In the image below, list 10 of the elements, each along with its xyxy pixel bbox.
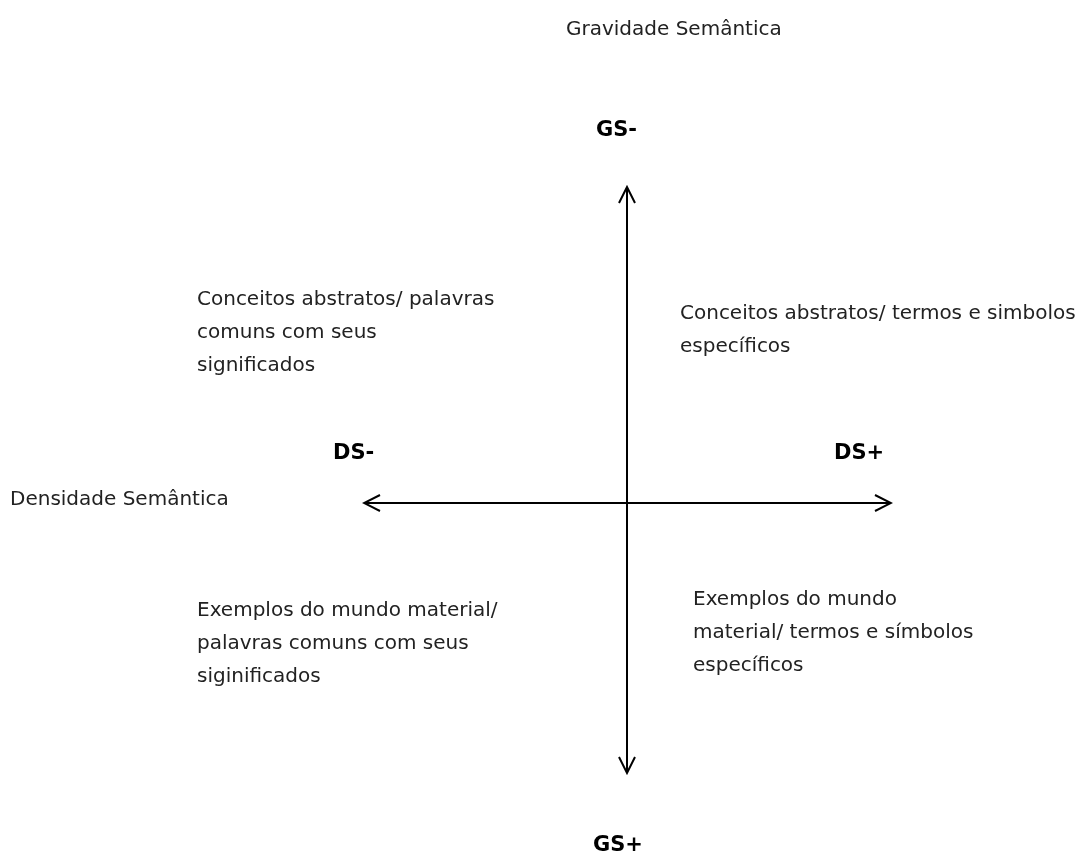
pole-label: DS- (333, 439, 375, 466)
quadrant-text: Conceitos abstratos/ palavras comuns com seus significados (197, 285, 496, 378)
quadrant-text: Exemplos do mundo material/ palavras comuns com seus siginificados (197, 596, 499, 689)
axis-title: Densidade Semântica (10, 485, 229, 512)
pole-label: GS+ (593, 831, 643, 858)
pole-label: DS+ (834, 439, 885, 466)
quadrant-text: Exemplos do mundo material/ termos e símbolos específicos (693, 585, 975, 678)
axis-title: Gravidade Semântica (566, 15, 782, 42)
pole-label: GS- (596, 116, 638, 143)
quadrant-text: Conceitos abstratos/ termos e simbolos específicos (680, 299, 1077, 359)
